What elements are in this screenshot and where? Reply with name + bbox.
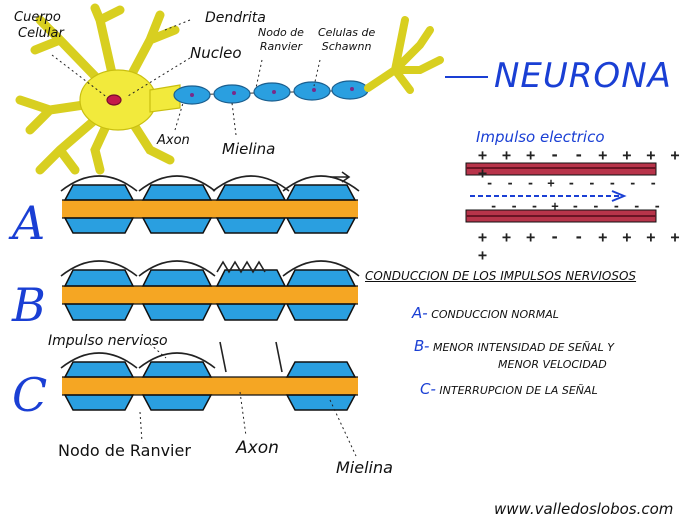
neuron-illustration: [15, 3, 488, 175]
top-charge-signs: + + + - - + + + + +: [478, 146, 683, 182]
myelin-sheath-bottom: [285, 394, 357, 411]
myelin-sheath-bottom: [141, 303, 213, 321]
label-cell-body: Cuerpo Celular: [14, 10, 64, 41]
axon-core: [62, 377, 358, 395]
myelin-sheath-top: [215, 269, 287, 287]
myelin-segment: [293, 81, 331, 101]
myelin-sheath-top: [285, 184, 357, 201]
dendrite-branches: [15, 3, 180, 175]
pointer-axon: [239, 391, 247, 437]
impulse-arc: [60, 260, 138, 277]
impulse-diagram: [465, 162, 657, 223]
label-axon: Axon: [236, 438, 279, 458]
legend-heading: CONDUCCION DE LOS IMPULSOS NERVIOSOS: [365, 269, 637, 283]
myelin-sheath-bottom: [215, 217, 287, 234]
footer-url: www.valledoslobos.com: [494, 500, 674, 518]
legend-item-b: B- MENOR INTENSIDAD DE SEÑAL Y MENOR VEL…: [414, 337, 614, 372]
myelin-sheath-top: [63, 269, 135, 287]
pointer-node: [139, 411, 143, 443]
label-myelin-top: Mielina: [222, 140, 276, 158]
nucleus: [106, 94, 122, 106]
panel-letter-c: C: [12, 368, 48, 422]
myelin-sheath-bottom: [215, 303, 287, 321]
blocked-impulse-line: [275, 341, 283, 373]
myelin-segment: [213, 84, 251, 104]
inner-top-charge-signs: - - - + - - - - -: [486, 176, 660, 190]
blocked-impulse-line: [219, 341, 227, 373]
impulse-title: Impulso electrico: [476, 128, 605, 146]
myelin-sheath-bottom: [285, 217, 357, 234]
label-pointers: [51, 19, 321, 136]
pointer-impulse: [149, 343, 167, 359]
impulse-arc: [138, 352, 216, 369]
legend-item-a: A- CONDUCCION NORMAL: [412, 304, 559, 322]
myelin-sheath-top: [141, 184, 213, 201]
pointer-myelin: [329, 399, 357, 457]
myelin-sheath-bottom: [63, 303, 135, 321]
impulse-arrowhead: [330, 171, 351, 183]
myelin-sheath-top: [63, 361, 135, 378]
impulse-arc: [138, 175, 216, 192]
impulse-arc: [60, 352, 138, 369]
impulse-arc: [60, 175, 138, 192]
inner-bottom-charge-signs: - - - + - - - - -: [490, 199, 664, 213]
impulse-arc: [212, 175, 290, 192]
impulse-arc: [282, 175, 360, 192]
legend-item-c: C- INTERRUPCION DE LA SEÑAL: [420, 380, 598, 398]
myelin-sheath-top: [141, 269, 213, 287]
axon-hillock: [149, 84, 181, 113]
myelin-sheath-bottom: [63, 217, 135, 234]
myelin-sheath-top: [285, 361, 357, 378]
axon-core: [62, 286, 358, 304]
label-nucleus: Nucleo: [190, 44, 242, 62]
myelin-segment: [331, 80, 369, 100]
page-title: NEURONA: [494, 56, 672, 96]
axon-panels: [60, 171, 360, 457]
weak-impulse-arc: [216, 260, 266, 274]
panel-letter-a: A: [12, 196, 46, 250]
label-axon-top: Axon: [157, 133, 190, 148]
label-node-ranvier: Nodo de Ranvier: [58, 441, 191, 460]
axon-core: [62, 200, 358, 218]
myelin-sheath-bottom: [63, 394, 135, 411]
label-node-ranvier-top: Nodo de Ranvier: [258, 26, 304, 53]
myelin-sheath-bottom: [141, 394, 213, 411]
label-schwann-cells: Celulas de Schawnn: [318, 26, 376, 53]
bottom-charge-signs: + + + - - + + + + +: [478, 228, 683, 264]
myelin-sheath-top: [285, 269, 357, 287]
axon-terminal: [364, 16, 444, 94]
myelin-sheath-bottom: [141, 217, 213, 234]
label-dendrite: Dendrita: [205, 10, 266, 26]
panel-letter-b: B: [12, 278, 46, 332]
myelin-sheath-top: [141, 361, 213, 378]
label-impulse: Impulso nervioso: [48, 333, 168, 349]
impulse-arc: [282, 260, 360, 277]
myelin-sheath-bottom: [285, 303, 357, 321]
myelin-sheath-top: [215, 184, 287, 201]
label-myelin: Mielina: [336, 458, 393, 477]
myelin-sheath-top: [63, 184, 135, 201]
impulse-arc: [138, 260, 216, 277]
